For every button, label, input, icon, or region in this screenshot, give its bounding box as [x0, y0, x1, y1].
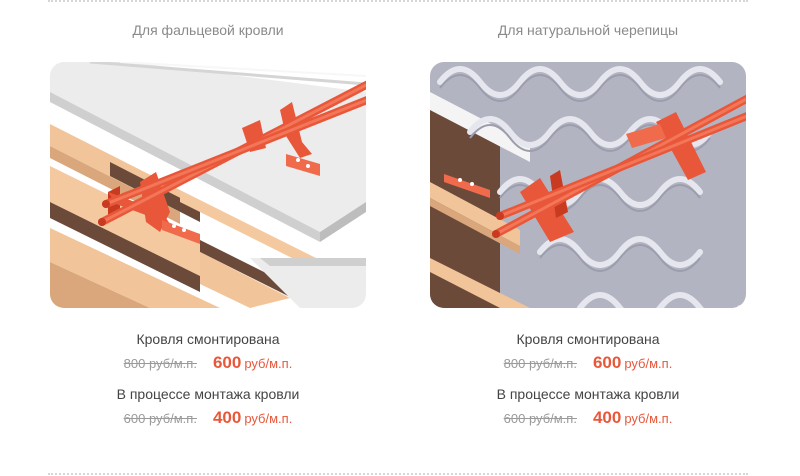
old-price: 600 руб/м.п. [503, 411, 577, 426]
new-price-amount: 400 [212, 408, 242, 427]
new-price-unit: руб/м.п. [244, 356, 293, 371]
new-price-amount: 600 [212, 353, 242, 372]
top-dotted-divider [48, 0, 748, 2]
old-price: 800 руб/м.п. [123, 356, 197, 371]
snow-guard-natural-tile-illustration [430, 62, 746, 308]
bottom-dotted-divider [48, 473, 748, 475]
old-price: 600 руб/м.п. [123, 411, 197, 426]
natural-tile-roof-svg [430, 62, 746, 308]
price-label: В процессе монтажа кровли [496, 386, 680, 402]
new-price-amount: 400 [592, 408, 622, 427]
standing-seam-roof-svg [50, 62, 366, 308]
new-price-unit: руб/м.п. [244, 411, 293, 426]
old-price: 800 руб/м.п. [503, 356, 577, 371]
snow-guard-standing-seam-illustration [50, 62, 366, 308]
price-label: В процессе монтажа кровли [116, 386, 300, 402]
price-label: Кровля смонтирована [136, 331, 280, 347]
price-block-installation: В процессе монтажа кровли 600 руб/м.п. 40… [428, 386, 748, 429]
price-label: Кровля смонтирована [516, 331, 660, 347]
new-price-unit: руб/м.п. [624, 411, 673, 426]
new-price-unit: руб/м.п. [624, 356, 673, 371]
product-title: Для натуральной черепицы [497, 22, 679, 38]
new-price-amount: 600 [592, 353, 622, 372]
product-title: Для фальцевой кровли [132, 22, 284, 38]
price-block-installation: В процессе монтажа кровли 600 руб/м.п. 40… [48, 386, 368, 429]
